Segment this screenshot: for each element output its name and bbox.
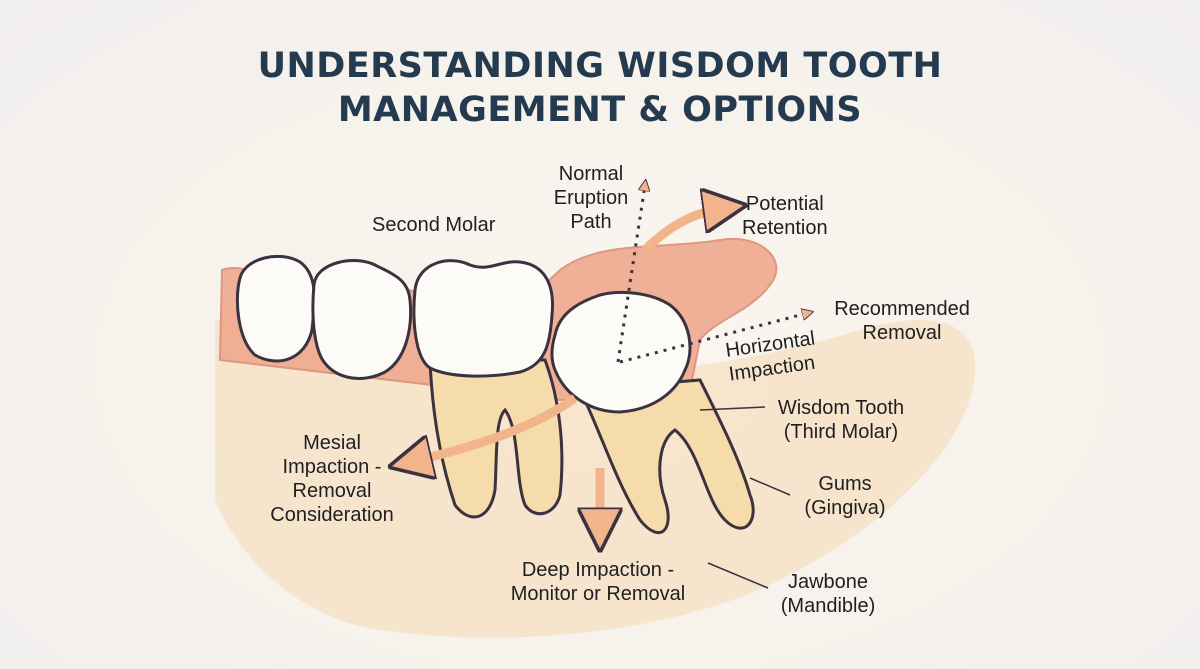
second-molar-crown xyxy=(412,259,555,378)
label-recommended-removal: Recommended Removal xyxy=(834,298,970,344)
title-line-1: UNDERSTANDING WISDOM TOOTH xyxy=(257,46,943,86)
jawbone-shape xyxy=(215,320,976,638)
mesial-impaction-arrow xyxy=(410,394,578,462)
label-wisdom-tooth: Wisdom Tooth (Third Molar) xyxy=(777,397,905,443)
label-deep-impaction: Deep Impaction - Monitor or Removal xyxy=(510,559,686,605)
label-jawbone: Jawbone (Mandible) xyxy=(780,571,876,617)
label-mesial-impaction: Mesial Impaction - Removal Consideration xyxy=(270,432,394,526)
label-gums: Gums (Gingiva) xyxy=(804,473,886,519)
normal-eruption-path xyxy=(616,185,645,363)
molar-crown-2 xyxy=(311,259,413,380)
label-second-molar: Second Molar xyxy=(372,214,496,236)
wisdom-tooth-leader xyxy=(699,406,766,411)
wisdom-tooth-roots xyxy=(577,378,755,534)
left-molar-crown xyxy=(235,254,316,363)
label-normal-eruption: Normal Eruption Path xyxy=(553,163,629,233)
gums-leader xyxy=(749,477,791,496)
potential-retention-arrow xyxy=(641,208,725,254)
jawbone-leader xyxy=(707,562,769,589)
title-line-2: MANAGEMENT & OPTIONS xyxy=(337,90,863,130)
label-potential-retention: Potential Retention xyxy=(742,193,828,239)
